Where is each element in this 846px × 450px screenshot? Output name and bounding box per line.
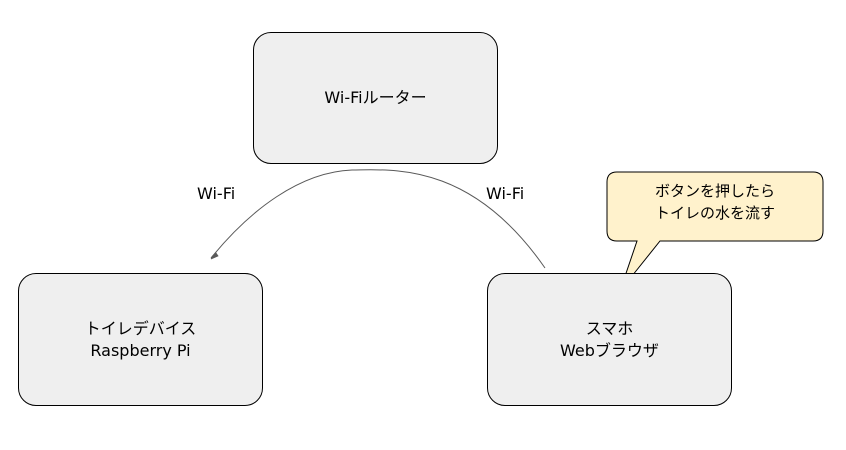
smartphone-node: スマホ Webブラウザ — [487, 273, 732, 406]
smartphone-browser: Webブラウザ — [560, 340, 659, 360]
wifi-connection-arrowhead — [210, 252, 219, 260]
router-node: Wi-Fiルーター — [253, 32, 498, 164]
toilet-device-platform: Raspberry Pi — [90, 340, 191, 360]
router-label: Wi-Fiルーター — [324, 88, 427, 107]
callout-line-2: トイレの水を流す — [654, 204, 775, 222]
callout-line-1: ボタンを押したら — [654, 182, 775, 200]
callout-bubble — [606, 171, 824, 292]
wifi-edge-label-right: Wi-Fi — [486, 184, 525, 203]
callout-text: ボタンを押したら トイレの水を流す — [607, 180, 823, 224]
toilet-device-label: トイレデバイス — [84, 318, 197, 338]
wifi-edge-label-left: Wi-Fi — [197, 184, 236, 203]
wifi-connection-curve — [210, 169, 546, 269]
smartphone-label: スマホ — [585, 318, 634, 338]
toilet-device-node: トイレデバイス Raspberry Pi — [18, 273, 263, 406]
